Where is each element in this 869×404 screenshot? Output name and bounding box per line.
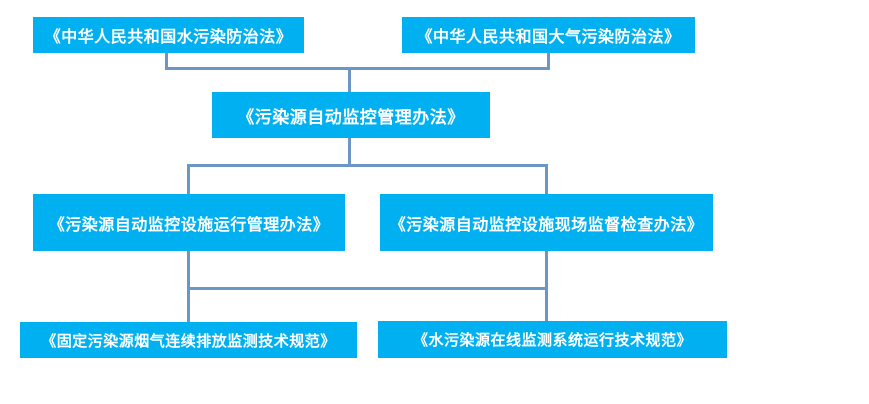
node-auto-monitoring-measures: 《污染源自动监控管理办法》 <box>212 92 490 138</box>
connector-top-horizontal <box>165 67 550 70</box>
connector-to-measures <box>348 67 351 92</box>
connector-air-law-drop <box>547 53 550 69</box>
connector-ops-to-cems <box>187 251 190 322</box>
connector-water-law-drop <box>165 53 168 69</box>
node-air-pollution-law: 《中华人民共和国大气污染防治法》 <box>402 17 695 53</box>
node-flue-gas-cems-spec: 《固定污染源烟气连续排放监测技术规范》 <box>20 322 357 358</box>
connector-bottom-horizontal <box>187 287 548 290</box>
node-water-online-monitoring-spec: 《水污染源在线监测系统运行技术规范》 <box>378 321 727 358</box>
node-water-pollution-law: 《中华人民共和国水污染防治法》 <box>33 17 304 53</box>
connector-mid-horizontal <box>187 164 548 167</box>
connector-to-ops <box>187 164 190 194</box>
node-onsite-inspection-measures: 《污染源自动监控设施现场监督检查办法》 <box>380 194 713 251</box>
node-facility-operation-measures: 《污染源自动监控设施运行管理办法》 <box>33 194 345 251</box>
connector-to-inspection <box>545 164 548 194</box>
connector-inspection-to-water <box>545 251 548 321</box>
connector-measures-drop <box>348 138 351 166</box>
